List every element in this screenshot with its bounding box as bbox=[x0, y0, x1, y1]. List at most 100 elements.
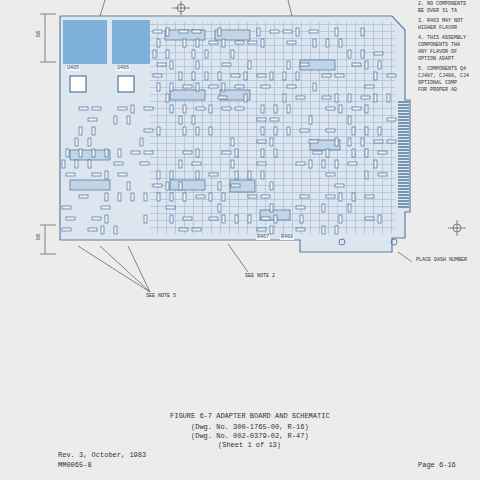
part-label: R468 bbox=[280, 235, 294, 240]
component bbox=[222, 39, 225, 47]
component bbox=[79, 149, 82, 157]
component bbox=[70, 150, 110, 160]
component bbox=[88, 138, 91, 146]
board-outline bbox=[60, 16, 410, 252]
component bbox=[66, 173, 75, 176]
note-text: HIGHER FLAVOR bbox=[418, 26, 457, 31]
component bbox=[348, 94, 351, 102]
component bbox=[114, 162, 123, 165]
component bbox=[131, 193, 134, 201]
component bbox=[170, 180, 205, 190]
component bbox=[209, 193, 212, 201]
component bbox=[235, 215, 238, 223]
part-label: U406 bbox=[116, 66, 130, 71]
page-footer: Page 6-16 bbox=[418, 462, 456, 469]
component bbox=[92, 173, 101, 176]
component bbox=[296, 228, 305, 231]
edge-finger bbox=[398, 143, 409, 144]
edge-finger bbox=[398, 131, 409, 132]
component bbox=[166, 50, 169, 58]
component bbox=[374, 94, 377, 102]
component bbox=[209, 41, 218, 44]
component bbox=[274, 215, 277, 223]
component bbox=[261, 217, 270, 220]
edge-finger bbox=[398, 167, 409, 168]
component bbox=[144, 129, 153, 132]
crosshair bbox=[177, 4, 185, 12]
edge-finger bbox=[398, 158, 409, 159]
leader-line bbox=[78, 244, 412, 292]
component bbox=[222, 83, 225, 91]
edge-finger bbox=[398, 116, 409, 117]
component bbox=[387, 118, 396, 121]
component bbox=[192, 50, 195, 58]
component bbox=[131, 105, 134, 113]
note-text: OPTIONAL COMP bbox=[418, 81, 457, 86]
component bbox=[365, 61, 368, 69]
edge-finger bbox=[398, 164, 409, 165]
component bbox=[339, 105, 342, 113]
component bbox=[361, 96, 370, 99]
edge-finger bbox=[398, 206, 409, 207]
component bbox=[157, 39, 160, 47]
component bbox=[209, 217, 218, 220]
edge-finger bbox=[398, 176, 409, 177]
component bbox=[270, 30, 279, 33]
note-text: 4. THIS ASSEMBLY bbox=[418, 36, 466, 41]
component bbox=[287, 61, 290, 69]
component bbox=[192, 228, 201, 231]
component bbox=[140, 162, 149, 165]
mount-hole bbox=[391, 239, 397, 245]
component bbox=[235, 149, 238, 157]
component bbox=[179, 72, 182, 80]
component bbox=[365, 127, 368, 135]
component bbox=[170, 83, 173, 91]
component bbox=[248, 171, 251, 179]
components bbox=[62, 28, 396, 234]
component bbox=[166, 206, 175, 209]
component bbox=[365, 217, 374, 220]
component bbox=[322, 160, 325, 168]
component bbox=[248, 195, 257, 198]
component bbox=[75, 138, 78, 146]
component bbox=[222, 107, 231, 110]
component bbox=[352, 63, 361, 66]
component bbox=[287, 41, 296, 44]
component bbox=[79, 127, 82, 135]
component bbox=[196, 61, 199, 69]
component bbox=[300, 129, 309, 132]
component bbox=[101, 226, 104, 234]
edge-finger bbox=[398, 200, 409, 201]
component bbox=[209, 85, 218, 88]
note-text: CJ407, CJ408, CJ4 bbox=[418, 74, 469, 79]
note-text: 2. NO COMPONENTS bbox=[418, 2, 466, 7]
component bbox=[309, 30, 318, 33]
component bbox=[218, 72, 221, 80]
component bbox=[261, 195, 270, 198]
edge-finger bbox=[398, 113, 409, 114]
component bbox=[222, 151, 231, 154]
component bbox=[257, 118, 266, 121]
component bbox=[205, 72, 208, 80]
component bbox=[127, 116, 130, 124]
component bbox=[257, 140, 266, 143]
component bbox=[244, 94, 247, 102]
component bbox=[378, 173, 387, 176]
component bbox=[335, 138, 338, 146]
edge-finger bbox=[398, 197, 409, 198]
component bbox=[66, 217, 75, 220]
component bbox=[365, 171, 368, 179]
component bbox=[92, 149, 95, 157]
component bbox=[218, 204, 221, 212]
component bbox=[183, 105, 186, 113]
trimmer bbox=[118, 76, 134, 92]
crosshair bbox=[172, 1, 466, 236]
crosshair bbox=[453, 224, 461, 232]
component bbox=[196, 107, 205, 110]
component bbox=[222, 215, 225, 223]
component bbox=[244, 72, 247, 80]
component bbox=[144, 193, 147, 201]
component bbox=[257, 162, 266, 165]
edge-finger bbox=[398, 104, 409, 105]
component bbox=[79, 195, 88, 198]
